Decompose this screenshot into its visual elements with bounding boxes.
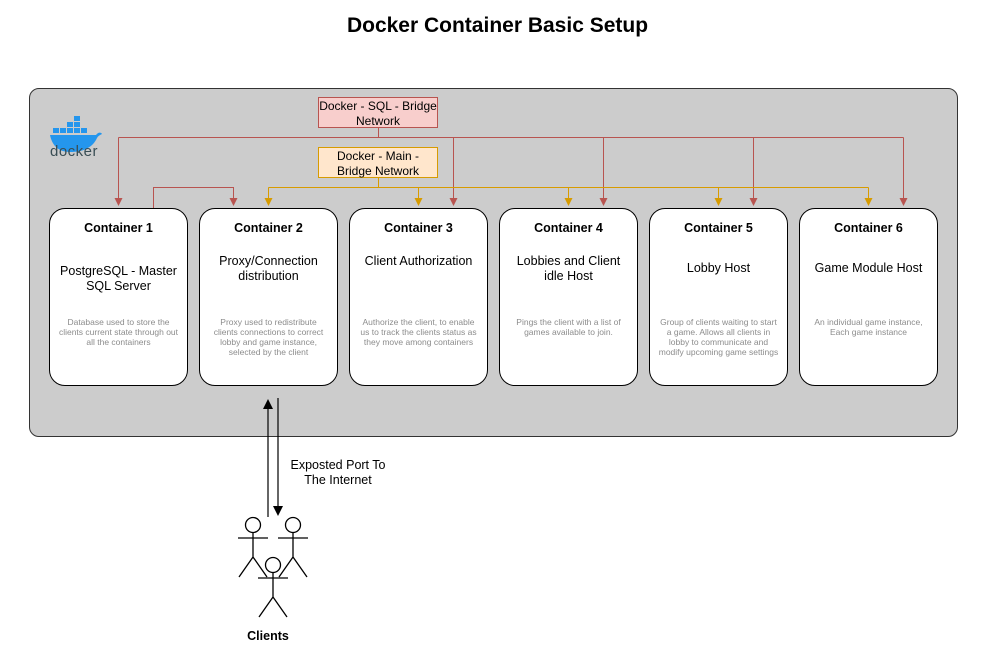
docker-whale-icon: [50, 116, 102, 152]
container-2-box: Container 2 Proxy/Connection distributio…: [199, 208, 338, 386]
clients-icon: [238, 516, 308, 618]
container-title: Container 5: [684, 221, 753, 235]
container-role: Game Module Host: [814, 261, 923, 275]
container-title: Container 2: [234, 221, 303, 235]
client-figure-right: [278, 516, 308, 578]
sql-network-lines: [114, 128, 908, 208]
container-3-box: Container 3 Client Authorization Authori…: [349, 208, 488, 386]
container-role: PostgreSQL - Master SQL Server: [60, 264, 177, 293]
container-role: Client Authorization: [364, 254, 473, 268]
container-title: Container 4: [534, 221, 603, 235]
sql-link-container-2: [153, 187, 238, 208]
main-bridge-network-label: Docker - Main - Bridge Network: [318, 147, 438, 178]
container-description: Proxy used to redistribute clients conne…: [213, 317, 324, 357]
diagram-title: Docker Container Basic Setup: [346, 14, 649, 37]
container-description: Pings the client with a list of games av…: [516, 317, 621, 337]
container-1-box: Container 1 PostgreSQL - Master SQL Serv…: [49, 208, 188, 386]
container-title: Container 3: [384, 221, 453, 235]
main-network-lines: [264, 178, 873, 206]
container-5-box: Container 5 Lobby Host Group of clients …: [649, 208, 788, 386]
container-title: Container 1: [84, 221, 153, 235]
container-description: Authorize the client, to enable us to tr…: [360, 317, 477, 347]
exposed-port-label: Exposted Port To The Internet: [290, 458, 386, 487]
exposed-port-arrows: [263, 398, 283, 517]
client-figure-left: [238, 516, 268, 578]
sql-bridge-network-label: Docker - SQL - Bridge Network: [318, 97, 438, 128]
container-description: Database used to store the clients curre…: [58, 317, 179, 347]
docker-logo-text: docker: [49, 143, 99, 160]
client-figure-center: [258, 556, 288, 618]
container-6-box: Container 6 Game Module Host An individu…: [799, 208, 938, 386]
container-description: Group of clients waiting to start a game…: [658, 317, 779, 357]
container-role: Proxy/Connection distribution: [219, 254, 318, 283]
container-4-box: Container 4 Lobbies and Client idle Host…: [499, 208, 638, 386]
clients-label: Clients: [247, 629, 289, 643]
container-description: An individual game instance, Each game i…: [814, 317, 923, 337]
container-role: Lobby Host: [686, 261, 751, 275]
container-title: Container 6: [834, 221, 903, 235]
container-role: Lobbies and Client idle Host: [516, 254, 621, 283]
